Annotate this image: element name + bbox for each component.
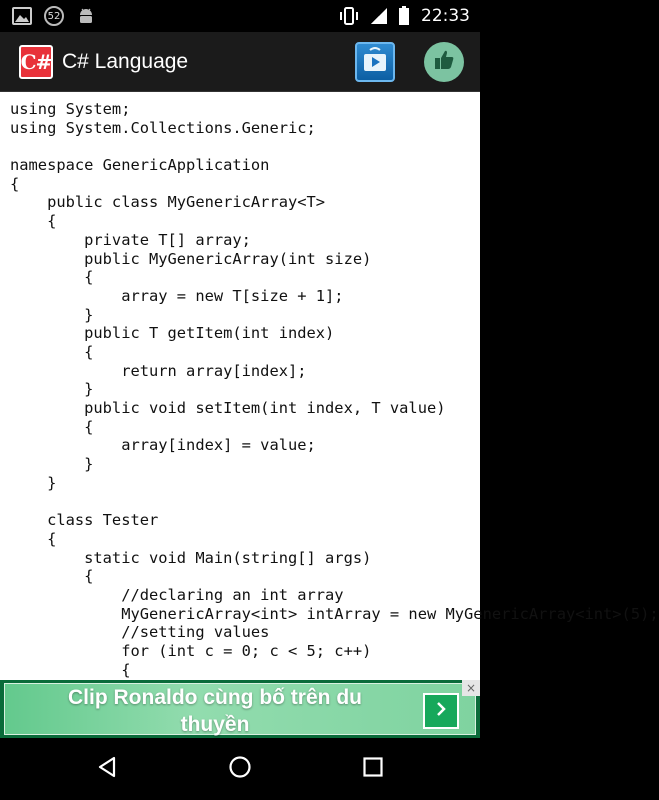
code-line: array[index] = value; — [10, 436, 316, 455]
code-line: public T getItem(int index) — [10, 324, 335, 343]
code-line: { — [10, 342, 94, 361]
app-title: C# Language — [62, 49, 189, 73]
ad-line-2: thuyền — [180, 713, 250, 736]
ad-line-1: Clip Ronaldo cùng bố trên du — [68, 686, 362, 709]
play-store-button[interactable] — [355, 42, 395, 82]
navigation-bar — [0, 738, 480, 800]
ad-close-button[interactable]: × — [462, 680, 480, 696]
code-line: public MyGenericArray(int size) — [10, 249, 372, 268]
code-line: private T[] array; — [10, 230, 251, 249]
code-block: using System;using System.Collections.Ge… — [0, 92, 659, 679]
app-bar: C# C# Language — [0, 32, 480, 92]
code-line: class Tester — [10, 511, 159, 530]
vibrate-icon — [338, 6, 360, 26]
thumbs-up-icon — [432, 48, 456, 76]
ad-open-button[interactable] — [423, 693, 459, 729]
code-line: return array[index]; — [10, 361, 307, 380]
code-line: { — [10, 660, 131, 679]
ad-content[interactable]: Clip Ronaldo cùng bố trên du thuyền — [4, 683, 476, 738]
code-line: array = new T[size + 1]; — [10, 286, 344, 305]
code-line: static void Main(string[] args) — [10, 548, 372, 567]
signal-icon — [369, 6, 389, 26]
recent-apps-button[interactable] — [343, 744, 403, 794]
code-line: } — [10, 380, 94, 399]
like-button[interactable] — [424, 42, 464, 82]
status-bar: 52 22:33 — [0, 0, 480, 32]
ad-banner[interactable]: Clip Ronaldo cùng bố trên du thuyền × — [0, 680, 480, 738]
back-button[interactable] — [77, 744, 137, 794]
code-line: public class MyGenericArray<T> — [10, 193, 326, 212]
app-logo: C# — [19, 44, 53, 79]
play-store-icon — [361, 46, 389, 78]
code-line: using System; — [10, 100, 131, 118]
code-line — [10, 492, 480, 511]
code-line: { — [10, 567, 94, 586]
code-line: } — [10, 455, 94, 474]
clock: 22:33 — [421, 6, 470, 26]
code-line: //declaring an int array — [10, 585, 344, 604]
code-line: //setting values — [10, 623, 270, 642]
code-line: { — [10, 529, 57, 548]
code-line: { — [10, 212, 57, 231]
code-view[interactable]: using System;using System.Collections.Ge… — [0, 92, 659, 680]
code-line — [10, 137, 480, 156]
code-line: { — [10, 268, 94, 287]
recent-apps-icon — [362, 756, 384, 782]
home-icon — [228, 755, 252, 783]
image-icon — [12, 7, 32, 25]
code-line: for (int c = 0; c < 5; c++) — [10, 641, 372, 660]
battery-icon — [398, 6, 410, 26]
code-line: MyGenericArray<int> intArray = new MyGen… — [10, 604, 659, 623]
code-line: } — [10, 305, 94, 324]
code-line: namespace GenericApplication — [10, 156, 270, 175]
code-line: using System.Collections.Generic; — [10, 118, 316, 137]
code-line: } — [10, 473, 57, 492]
back-icon — [95, 755, 119, 783]
home-button[interactable] — [210, 744, 270, 794]
code-line: { — [10, 417, 94, 436]
ad-text: Clip Ronaldo cùng bố trên du thuyền — [25, 684, 405, 738]
code-line: public void setItem(int index, T value) — [10, 399, 446, 417]
chevron-right-icon — [432, 700, 450, 722]
notification-count-badge: 52 — [44, 6, 64, 26]
code-line: { — [10, 174, 20, 193]
android-icon — [76, 6, 96, 26]
